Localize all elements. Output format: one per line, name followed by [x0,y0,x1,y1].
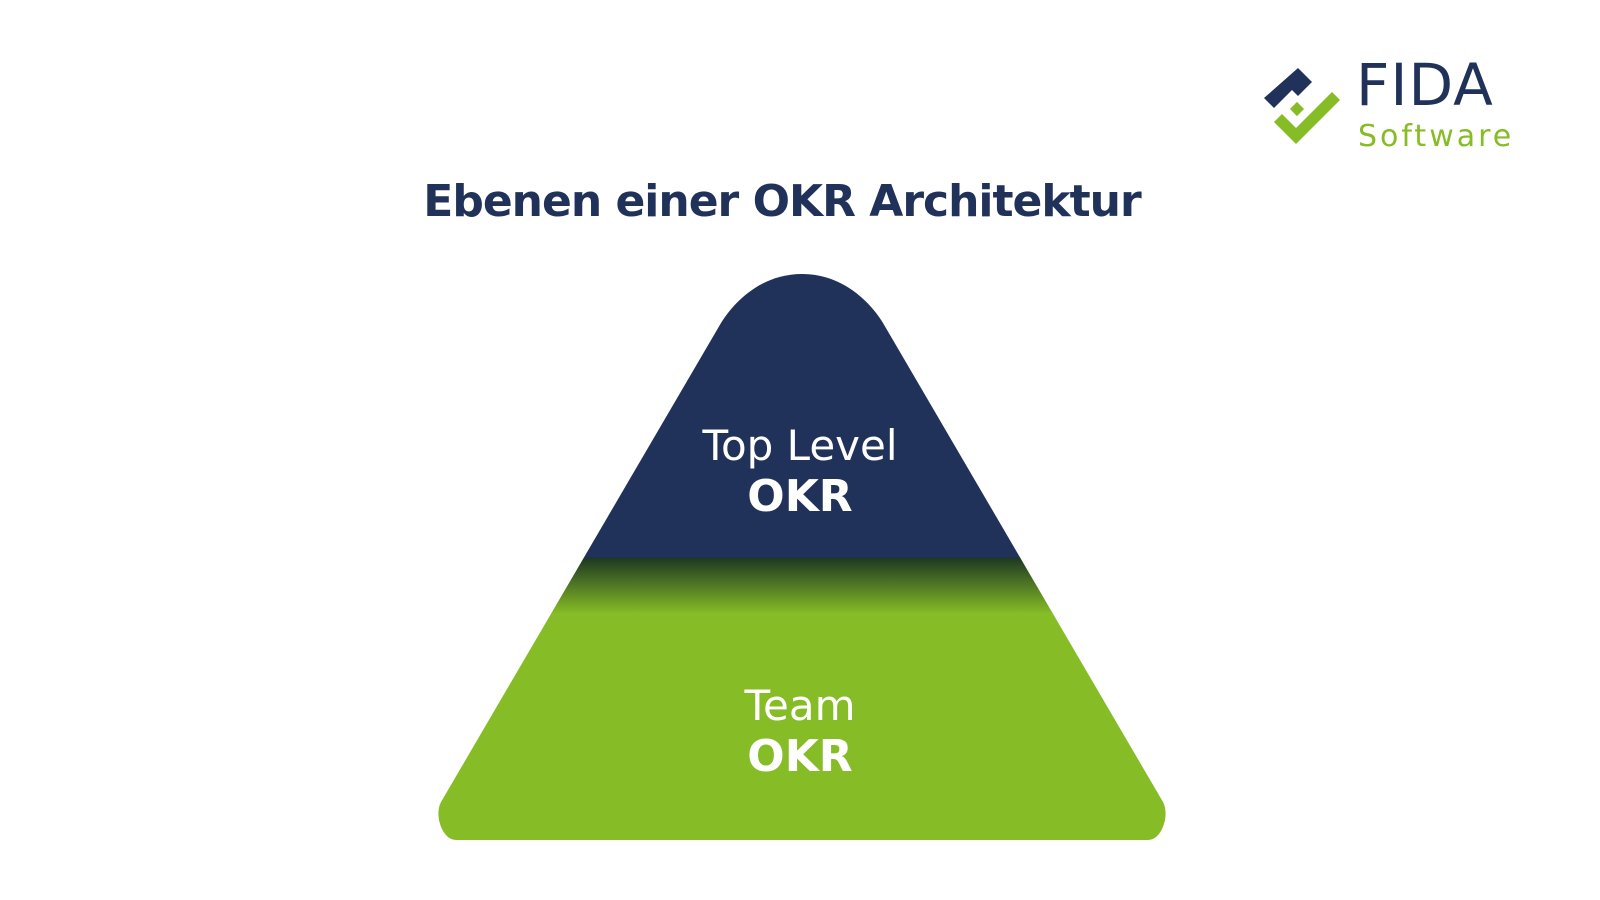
level-top-name: Top Level [702,421,898,470]
fida-checkmark-logo-icon [1264,68,1340,144]
diagram-title: Ebenen einer OKR Architektur [423,176,1141,227]
level-team-name: Team [744,681,856,730]
level-top: Top Level OKR [600,425,1000,519]
level-top-tag: OKR [747,471,853,522]
level-team: Team OKR [600,685,1000,779]
logo-subtitle: Software [1358,119,1515,154]
fida-logo: FIDA Software [1262,56,1522,162]
pyramid-shape [438,274,1166,840]
logo-wordmark: FIDA [1356,51,1494,119]
level-team-tag: OKR [747,731,853,782]
